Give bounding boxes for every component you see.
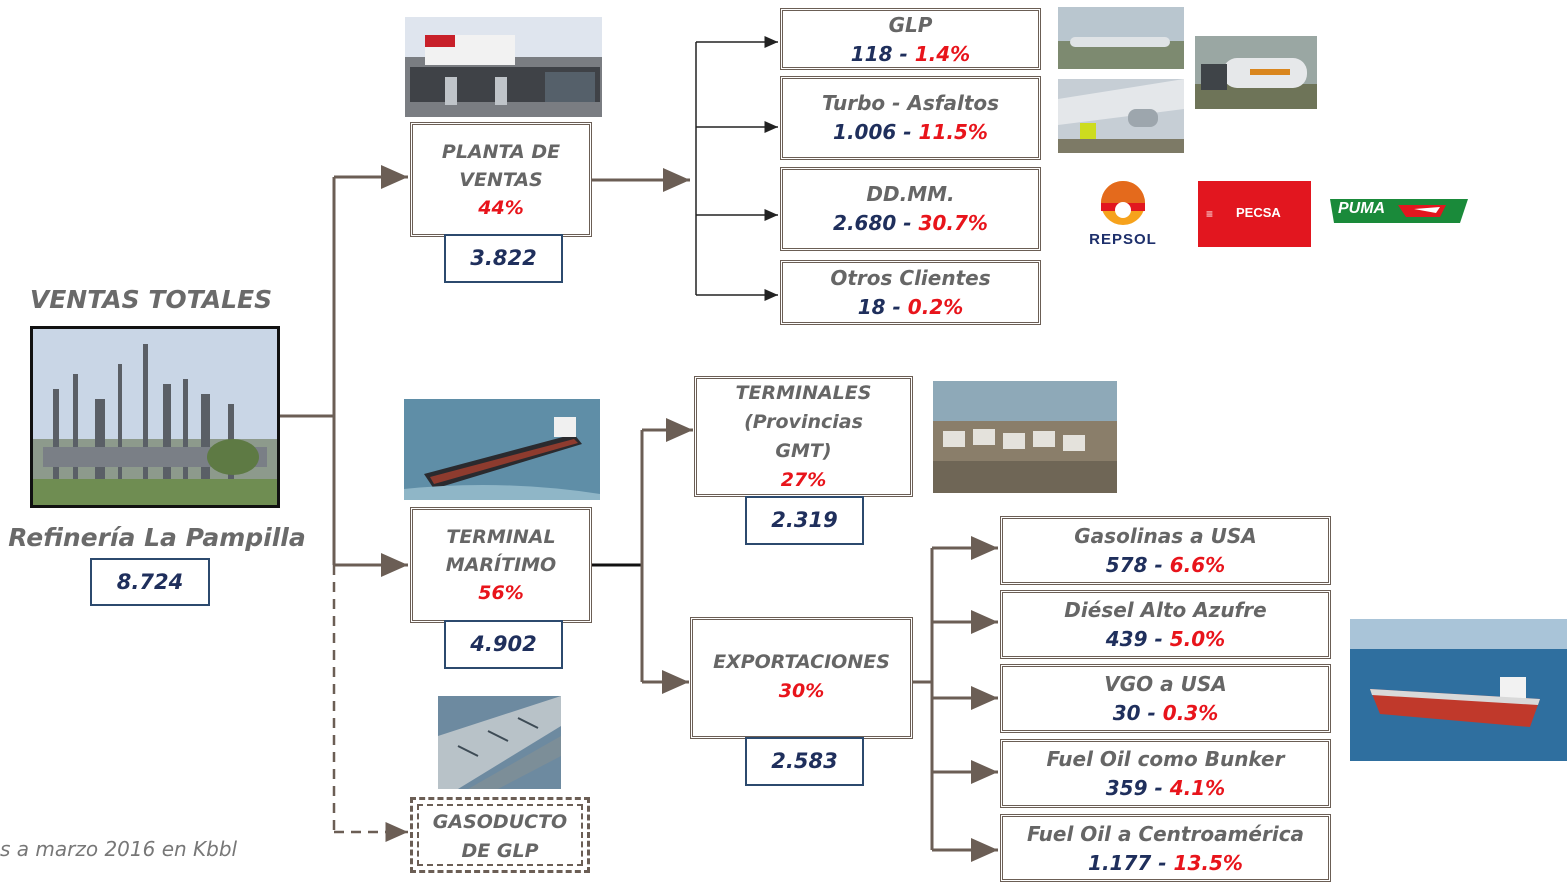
sales-plant-line2: VENTAS [459, 169, 543, 191]
terminales-box: TERMINALES (Provincias GMT) 27% [694, 376, 913, 497]
sales-plant-photo [405, 17, 602, 117]
footnote: s a marzo 2016 en Kbbl [0, 837, 238, 861]
leaf-centroamerica-pct: 13.5% [1173, 851, 1243, 875]
leaf-diesel-pct: 5.0% [1169, 627, 1226, 651]
terminales-pct: 27% [780, 469, 827, 491]
tanker-truck-photo [1195, 36, 1317, 109]
gasoducto-line1: GASODUCTO [432, 811, 568, 833]
leaf-bunker-vol: 359 [1105, 776, 1148, 800]
leaf-ddmm: DD.MM. 2.680 - 30.7% [780, 167, 1041, 251]
leaf-bunker-label: Fuel Oil como Bunker [1046, 747, 1285, 771]
exportaciones-pct: 30% [778, 680, 825, 702]
terminales-value: 2.319 [745, 496, 864, 545]
terminal-maritimo-box: TERMINAL MARÍTIMO 56% [410, 507, 592, 623]
leaf-turbo-vol: 1.006 [833, 120, 897, 144]
puma-logo-text: PUMA [1338, 200, 1386, 217]
leaf-gasolinas-label: Gasolinas a USA [1074, 524, 1257, 548]
root-value: 8.724 [90, 558, 210, 606]
leaf-centroamerica-vol: 1.177 [1088, 851, 1152, 875]
refinery-photo [30, 326, 280, 508]
leaf-vgo-vol: 30 [1112, 701, 1141, 725]
leaf-turbo-sep: - [896, 120, 919, 144]
leaf-diesel-alto-azufre: Diésel Alto Azufre 439 - 5.0% [1000, 590, 1331, 659]
tanker-ship-photo [404, 399, 600, 500]
leaf-fuel-oil-bunker: Fuel Oil como Bunker 359 - 4.1% [1000, 739, 1331, 808]
leaf-vgo-usa: VGO a USA 30 - 0.3% [1000, 664, 1331, 733]
leaf-otros-clientes: Otros Clientes 18 - 0.2% [780, 260, 1041, 325]
root-name: Refinería La Pampilla [8, 523, 306, 552]
leaf-otros-pct: 0.2% [907, 295, 964, 319]
export-tanker-photo [1350, 619, 1567, 761]
leaf-otros-vol: 18 [857, 295, 886, 319]
glp-photo [1058, 7, 1184, 69]
exportaciones-value: 2.583 [745, 737, 864, 786]
leaf-glp-sep: - [892, 42, 915, 66]
sales-plant-value: 3.822 [444, 234, 563, 283]
leaf-turbo-asfaltos: Turbo - Asfaltos 1.006 - 11.5% [780, 76, 1041, 160]
leaf-bunker-pct: 4.1% [1169, 776, 1226, 800]
leaf-glp-vol: 118 [850, 42, 893, 66]
leaf-ddmm-sep: - [896, 211, 919, 235]
leaf-gasolinas-pct: 6.6% [1169, 553, 1226, 577]
leaf-gasolinas-vol: 578 [1105, 553, 1148, 577]
leaf-vgo-label: VGO a USA [1104, 672, 1227, 696]
gasoducto-box: GASODUCTO DE GLP [410, 797, 590, 873]
terminal-value: 4.902 [444, 620, 563, 669]
sales-plant-line1: PLANTA DE [441, 141, 561, 163]
repsol-logo-text: REPSOL [1089, 231, 1157, 248]
leaf-bunker-sep: - [1147, 776, 1170, 800]
pipeline-photo [438, 696, 561, 789]
leaf-diesel-sep: - [1147, 627, 1170, 651]
leaf-otros-label: Otros Clientes [830, 266, 991, 290]
exportaciones-box: EXPORTACIONES 30% [690, 617, 913, 739]
leaf-centroamerica-label: Fuel Oil a Centroamérica [1026, 822, 1305, 846]
terminales-line1: TERMINALES [735, 382, 872, 404]
root-title: VENTAS TOTALES [29, 285, 273, 314]
pecsa-logo: ≡ PECSA [1198, 181, 1311, 247]
leaf-ddmm-vol: 2.680 [833, 211, 897, 235]
gasoducto-line2: DE GLP [461, 840, 539, 862]
leaf-glp-pct: 1.4% [914, 42, 971, 66]
sales-plant-box: PLANTA DE VENTAS 44% [410, 122, 592, 237]
leaf-vgo-sep: - [1140, 701, 1163, 725]
pecsa-stripes-icon: ≡ [1206, 207, 1214, 221]
leaf-fuel-oil-centroamerica: Fuel Oil a Centroamérica 1.177 - 13.5% [1000, 814, 1331, 882]
leaf-glp-label: GLP [888, 13, 933, 37]
leaf-otros-sep: - [885, 295, 908, 319]
leaf-diesel-label: Diésel Alto Azufre [1064, 598, 1267, 622]
repsol-logo: REPSOL [1078, 177, 1168, 248]
terminal-line1: TERMINAL [446, 526, 556, 548]
leaf-ddmm-label: DD.MM. [866, 182, 955, 206]
leaf-diesel-vol: 439 [1105, 627, 1148, 651]
pecsa-logo-text: PECSA [1236, 205, 1281, 220]
leaf-vgo-pct: 0.3% [1162, 701, 1219, 725]
terminal-pct: 56% [478, 582, 524, 604]
leaf-centroamerica-sep: - [1151, 851, 1174, 875]
aircraft-refuel-photo [1058, 79, 1184, 153]
exportaciones-label: EXPORTACIONES [713, 651, 890, 673]
leaf-turbo-pct: 11.5% [918, 120, 988, 144]
terminales-line3: GMT) [775, 440, 832, 462]
terminal-line2: MARÍTIMO [445, 554, 557, 576]
leaf-gasolinas-usa: Gasolinas a USA 578 - 6.6% [1000, 516, 1331, 585]
leaf-glp: GLP 118 - 1.4% [780, 8, 1041, 70]
leaf-ddmm-pct: 30.7% [918, 211, 988, 235]
sales-plant-pct: 44% [478, 197, 524, 219]
leaf-gasolinas-sep: - [1147, 553, 1170, 577]
terminales-line2: (Provincias [744, 411, 863, 433]
terminal-tanks-photo [933, 381, 1117, 493]
leaf-turbo-label: Turbo - Asfaltos [821, 91, 1000, 115]
puma-logo: PUMA [1328, 195, 1474, 235]
